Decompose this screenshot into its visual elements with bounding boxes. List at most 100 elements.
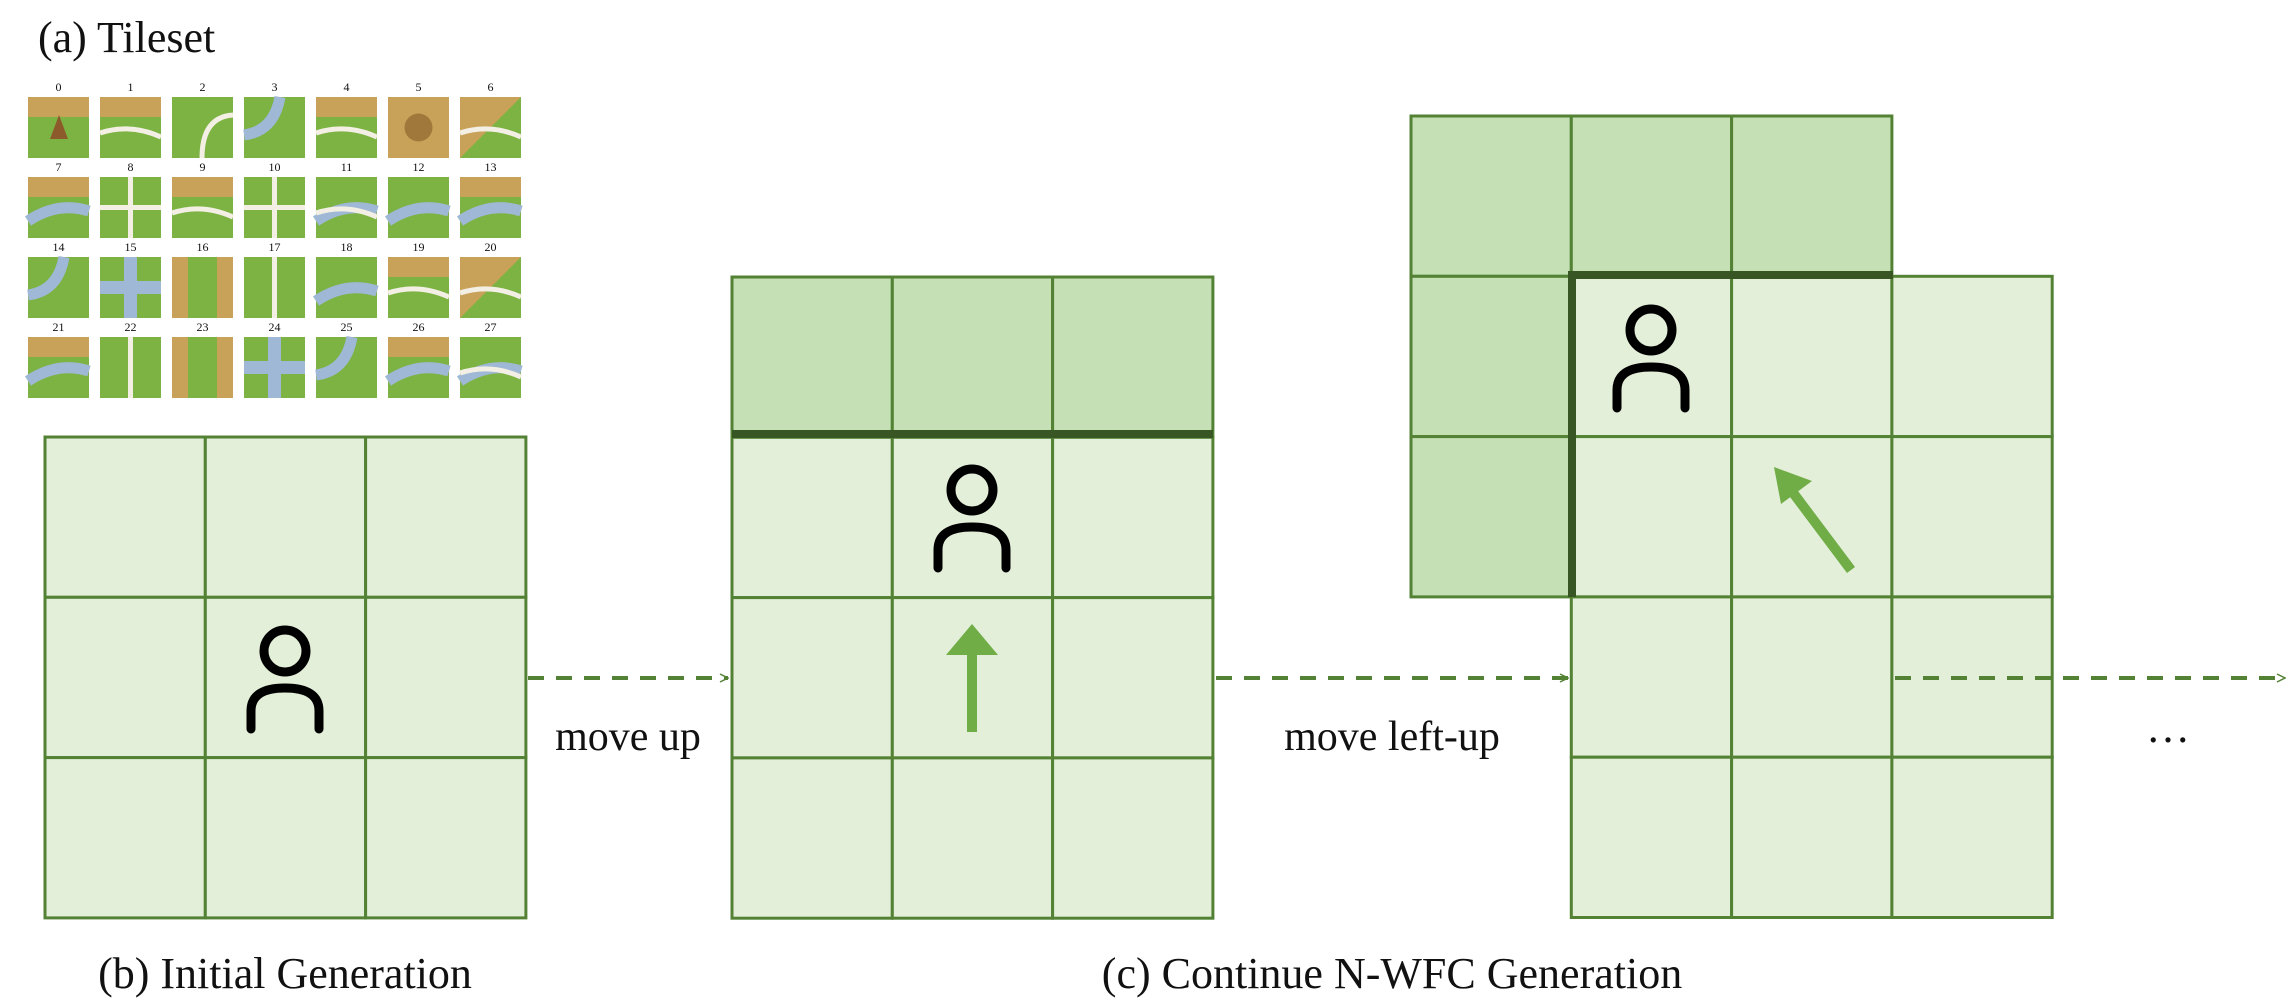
tile-number: 12 [413,160,425,174]
tile-number: 10 [269,160,281,174]
tile-number: 19 [413,240,425,254]
tile: 7 [24,160,91,238]
grid-cell [1051,756,1215,920]
tile-number: 3 [272,80,278,94]
tile-number: 23 [197,320,209,334]
grid-cell [1890,274,2054,439]
grid-cell [1051,596,1215,760]
grid-cell [730,435,894,600]
tile-number: 0 [56,80,62,94]
player-icon [1612,304,1690,413]
tile: 12 [384,160,451,238]
tileset-caption: (a) Tileset [38,13,215,62]
tile-number: 21 [53,320,65,334]
tile: 17 [244,240,305,318]
grid-cell [730,756,894,920]
continue-generation-caption: (c) Continue N-WFC Generation [1102,949,1682,998]
grid-cell [1890,595,2054,759]
grid-cell [43,435,207,599]
tile-number: 25 [341,320,353,334]
grid-cell [203,756,368,920]
tile-number: 22 [125,320,137,334]
tile: 6 [459,80,523,158]
tile-number: 17 [269,240,281,254]
ellipsis: … [2146,703,2190,752]
tile-number: 5 [416,80,422,94]
player-icon [933,464,1011,573]
tile-number: 16 [197,240,209,254]
tile: 23 [172,320,233,398]
tile-number: 6 [488,80,494,94]
tile-number: 1 [128,80,134,94]
tile-number: 4 [344,80,350,94]
grid-cell [364,595,528,760]
tile: 25 [314,320,377,398]
generation-boundary-corner [1568,271,1893,597]
tile-number: 13 [485,160,497,174]
tile: 20 [459,240,523,318]
grid-cell [1569,755,1734,920]
step2-grid [1409,114,2054,920]
tile: 24 [244,320,305,398]
player-icon [246,625,324,734]
grid-cell [203,435,368,599]
grid-cell [1409,114,1573,278]
tile: 19 [387,240,451,318]
grid-cell [1409,435,1573,599]
initial-generation-grid [43,435,528,920]
tile: 13 [456,160,523,238]
grid-cell [890,275,1055,439]
grid-cell [1569,595,1734,759]
tile: 11 [312,160,379,238]
tile: 1 [99,80,163,158]
grid-cell [1890,435,2054,599]
grid-cell [1730,274,1894,439]
grid-cell [730,275,894,439]
grid-cell [364,435,528,599]
tile: 10 [244,160,305,238]
direction-arrow-up-icon [946,624,998,732]
tile-number: 9 [200,160,206,174]
grid-cell [1730,595,1894,759]
tile-number: 15 [125,240,137,254]
move-left-up-label: move left-up [1284,714,1500,760]
tile: 21 [24,320,91,398]
tile: 5 [388,80,449,158]
tile-number: 20 [485,240,497,254]
grid-cell [890,435,1055,600]
tile: 8 [100,160,161,238]
grid-cell [1569,274,1734,439]
tile-number: 7 [56,160,62,174]
grid-cell [43,756,207,920]
tile: 22 [100,320,161,398]
direction-arrow-left-up-icon [1774,467,1855,573]
grid-cell [364,756,528,920]
tile: 3 [242,80,305,158]
grid-cell [1409,274,1573,439]
tile-number: 8 [128,160,134,174]
grid-cell [43,595,207,760]
tile-number: 11 [341,160,353,174]
grid-cell [1730,755,1894,920]
step1-grid [730,275,1215,920]
initial-generation-caption: (b) Initial Generation [98,949,472,998]
tile: 0 [28,80,89,158]
tile-number: 26 [413,320,425,334]
grid-cell [1569,435,1734,599]
tile: 14 [26,240,89,318]
tile-number: 24 [269,320,281,334]
tile: 27 [456,320,523,398]
tile: 26 [384,320,451,398]
grid-cell [1890,755,2054,920]
grid-cell [1051,435,1215,600]
grid-cell [730,596,894,760]
tile: 16 [172,240,233,318]
grid-cell [1730,114,1894,278]
tile: 2 [172,80,234,159]
grid-cell [1569,114,1734,278]
grid-cell [890,756,1055,920]
tile-number: 14 [53,240,65,254]
tile-number: 18 [341,240,353,254]
tile-number: 2 [200,80,206,94]
